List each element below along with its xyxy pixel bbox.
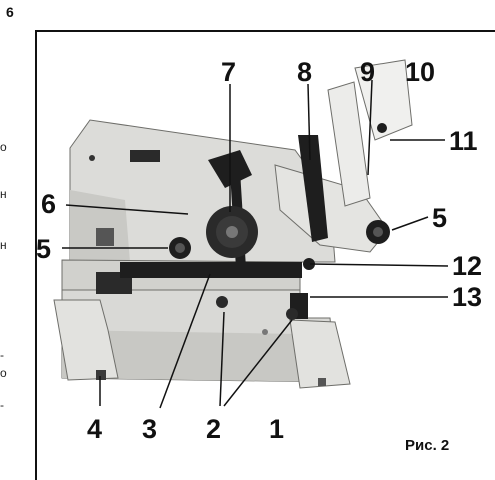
figure-caption: Рис. 2 — [405, 437, 450, 454]
leader-lines — [62, 79, 449, 409]
figure-frame — [35, 30, 495, 480]
shear-machine-figure: 1 2 3 4 5 5 6 7 8 9 10 11 12 13 — [36, 57, 482, 444]
margin-fragment: о — [0, 140, 7, 154]
margin-fragment: - — [0, 348, 4, 362]
handle-tube — [327, 81, 371, 207]
callout-12: 12 — [452, 251, 482, 281]
handle-sleeve — [354, 59, 413, 141]
callout-10: 10 — [405, 57, 435, 87]
callout-3: 3 — [142, 414, 157, 444]
left-foot — [53, 299, 119, 381]
machine-photo — [53, 59, 413, 389]
page-number: 6 — [6, 4, 14, 20]
front-bolt-1 — [216, 296, 228, 308]
handle-pin — [377, 123, 387, 133]
right-foot — [289, 319, 351, 389]
callout-2: 2 — [206, 414, 221, 444]
foot-bolt-icon — [96, 370, 106, 380]
margin-fragment: н — [0, 238, 7, 252]
logo-plate — [130, 150, 160, 162]
callout-6: 6 — [41, 189, 56, 219]
callout-5-right: 5 — [432, 203, 447, 233]
margin-fragment: о — [0, 366, 7, 380]
front-bolt-2 — [286, 308, 298, 320]
callout-11: 11 — [449, 126, 478, 156]
callout-13: 13 — [452, 282, 482, 312]
margin-fragment: н — [0, 187, 7, 201]
callout-9: 9 — [360, 57, 375, 87]
callout-5-left: 5 — [36, 234, 51, 264]
blade — [120, 262, 302, 278]
callout-4: 4 — [87, 414, 102, 444]
callout-8: 8 — [297, 57, 312, 87]
callout-1: 1 — [269, 414, 284, 444]
callout-7: 7 — [221, 57, 236, 87]
margin-fragment: - — [0, 398, 4, 412]
guide-post — [298, 135, 328, 242]
